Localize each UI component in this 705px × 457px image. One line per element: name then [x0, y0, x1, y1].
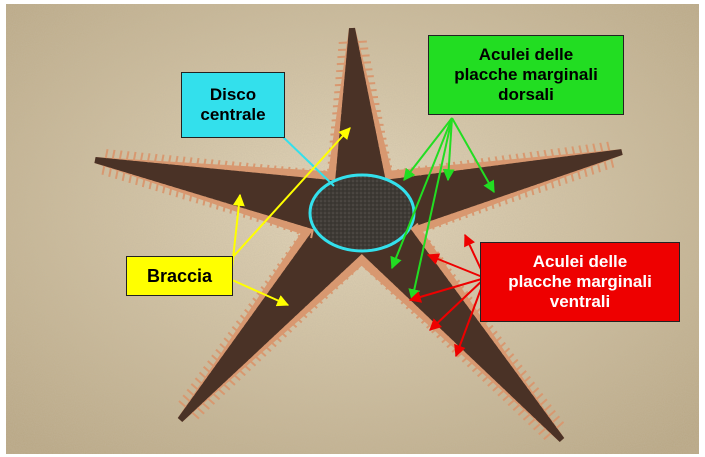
label-braccia: Braccia	[126, 256, 233, 296]
label-aculei-ventrali: Aculei delle placche marginali ventrali	[480, 242, 680, 322]
label-aculei-dorsali: Aculei delle placche marginali dorsali	[428, 35, 624, 115]
label-disco-centrale: Disco centrale	[181, 72, 285, 138]
